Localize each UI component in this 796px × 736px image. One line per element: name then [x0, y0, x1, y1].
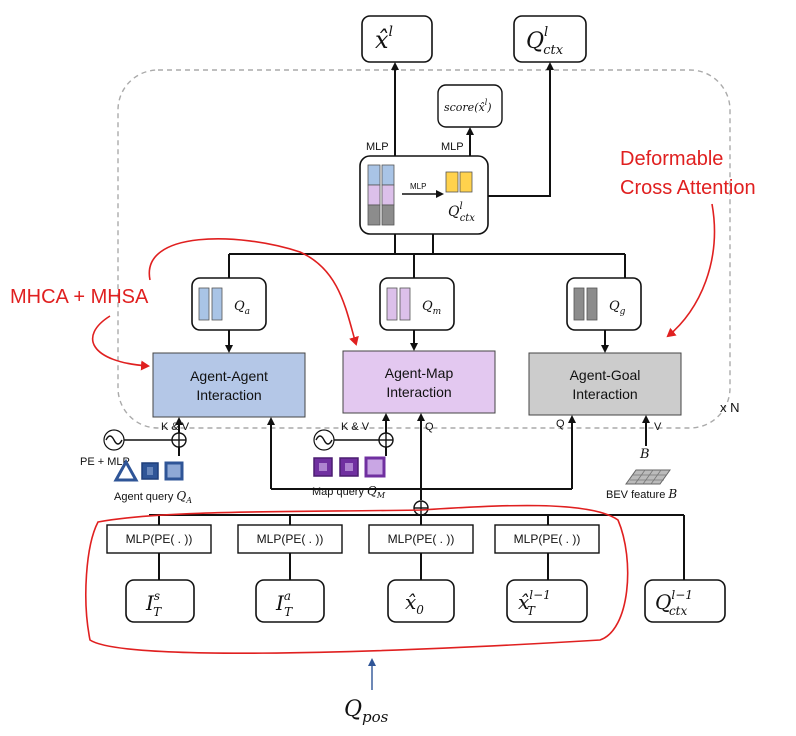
pe-mlp-label: PE + MLP: [80, 456, 130, 468]
svg-text:Agent-Agent: Agent-Agent: [190, 368, 268, 384]
kv-label-mid: K & V: [341, 421, 370, 433]
encoder-4: MLP(PE( . )): [494, 515, 600, 554]
encoder-3: MLP(PE( . )): [368, 515, 474, 554]
mlp-label-left: MLP: [366, 141, 389, 153]
q-label-mid: Q: [425, 421, 434, 433]
svg-text:IaT: IaT: [275, 589, 293, 619]
inner-mlp-label: MLP: [410, 182, 426, 191]
encoder-2: MLP(PE( . )): [237, 515, 343, 554]
svg-text:Interaction: Interaction: [386, 384, 451, 400]
deformable-arrow: [666, 203, 716, 338]
bev-b-symbol: B: [639, 447, 650, 462]
map-query-icon: [313, 456, 386, 478]
q-label-right: Q: [556, 418, 565, 430]
svg-text:score(x̂l): score(x̂l): [444, 98, 492, 114]
output-x-hat-box: x̂l: [361, 15, 433, 63]
agent-agent-interaction: Agent-Agent Interaction: [152, 352, 306, 418]
svg-text:x̂l: x̂l: [375, 24, 393, 54]
deformable-label-line1: Deformable: [620, 148, 723, 170]
kv-label-left: K & V: [161, 421, 190, 433]
mlp-label-right: MLP: [441, 141, 464, 153]
decoder-layer-region: [117, 69, 731, 429]
query-box-qm: Qm: [379, 277, 455, 331]
svg-text:Agent-Map: Agent-Map: [385, 365, 454, 381]
agent-goal-interaction: Agent-Goal Interaction: [528, 352, 682, 416]
query-box-qg: Qg: [566, 277, 642, 331]
svg-text:x̂l−1T: x̂l−1T: [518, 588, 551, 618]
deformable-label-line2: Cross Attention: [620, 177, 756, 199]
mhca-arrow-agent: [91, 315, 150, 371]
encoder-1: MLP(PE( . )): [106, 515, 212, 554]
qpos-label: Qpos: [344, 697, 389, 726]
qpos-group-outline: [85, 504, 629, 654]
bev-feature-grid-icon: [625, 469, 671, 485]
svg-text:Qa: Qa: [234, 299, 250, 317]
mhca-mhsa-label: MHCA + MHSA: [10, 286, 149, 308]
query-box-qa: Qa: [191, 277, 267, 331]
v-label-right: V: [654, 421, 662, 433]
bev-feature-label: BEV feature B: [606, 487, 677, 501]
agent-query-label: Agent query QA: [114, 489, 192, 505]
score-box: score(x̂l): [437, 84, 503, 128]
svg-text:IsT: IsT: [145, 589, 162, 619]
svg-text:Interaction: Interaction: [572, 386, 637, 402]
agent-map-interaction: Agent-Map Interaction: [342, 350, 496, 414]
agent-query-icon: [113, 458, 184, 482]
svg-text:MLP(PE( . )): MLP(PE( . )): [126, 532, 193, 546]
svg-text:MLP(PE( . )): MLP(PE( . )): [514, 532, 581, 546]
mhca-arrow-map: [148, 238, 359, 346]
repeat-label: x N: [720, 400, 740, 415]
map-query-label: Map query QM: [312, 484, 386, 500]
svg-text:MLP(PE( . )): MLP(PE( . )): [257, 532, 324, 546]
input-x0: x̂0: [387, 579, 455, 623]
svg-text:Qm: Qm: [422, 299, 441, 317]
svg-text:Agent-Goal: Agent-Goal: [570, 367, 641, 383]
svg-text:Interaction: Interaction: [196, 387, 261, 403]
svg-text:Qg: Qg: [609, 299, 626, 317]
svg-text:MLP(PE( . )): MLP(PE( . )): [388, 532, 455, 546]
svg-text:x̂0: x̂0: [405, 590, 424, 617]
